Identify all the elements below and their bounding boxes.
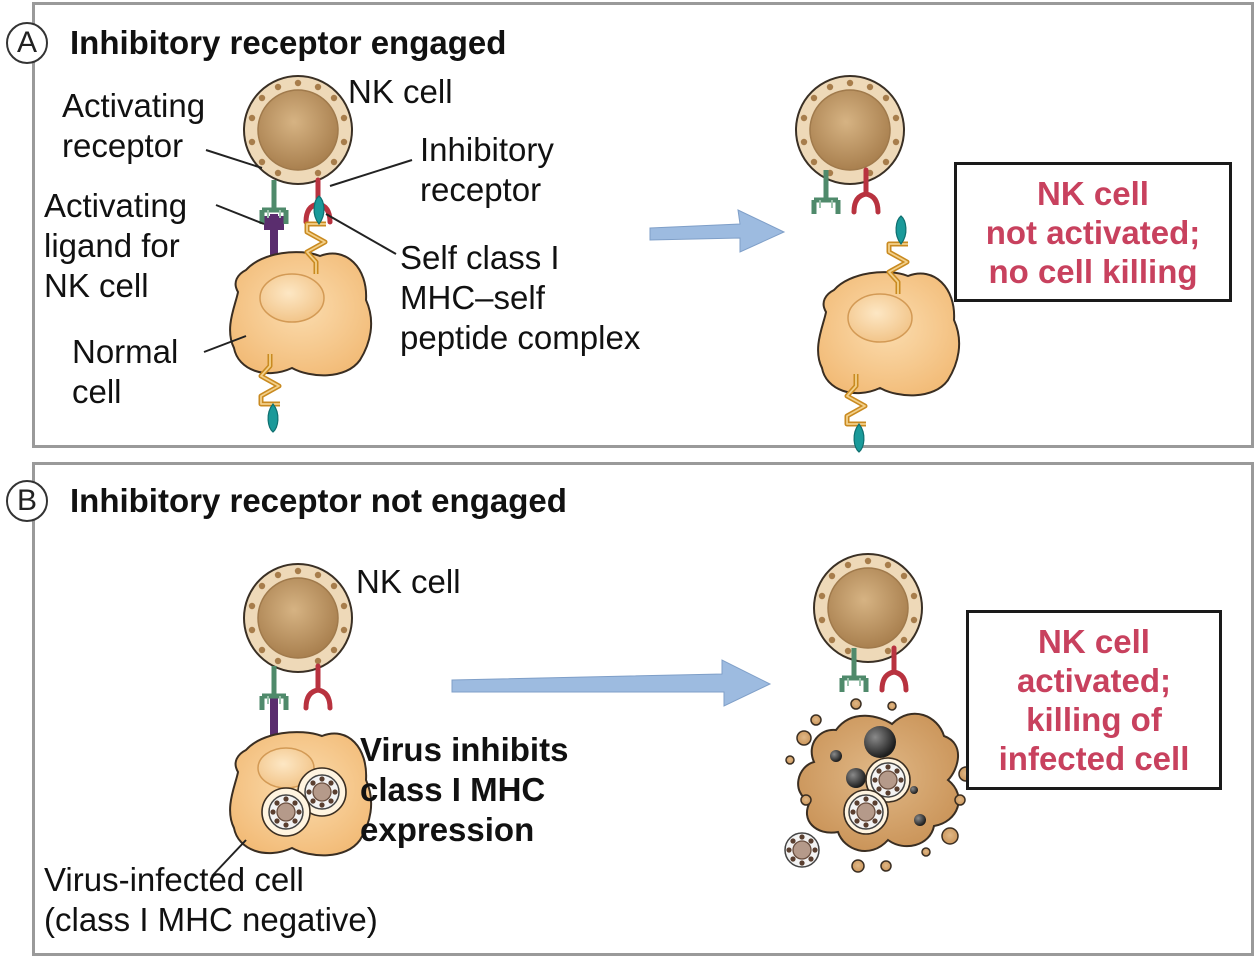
nk-cell-b-result [813,553,923,663]
panel-b-right-group [784,553,974,873]
activating-ligand-label: Activating ligand for NK cell [44,187,188,304]
released-virus-free [784,832,820,868]
nk-cell-label-a: NK cell [348,73,453,110]
panel-b-left-group [211,563,373,877]
panel-a-badge: A [6,22,48,64]
inhibitory-receptor-b [306,666,330,708]
panel-a-title: Inhibitory receptor engaged [70,24,507,61]
released-virus-2 [848,794,884,830]
normal-cell-label: Normal cell [72,333,179,410]
inhibitory-receptor-label: Inhibitory receptor [420,131,554,208]
nk-cell-b [243,563,353,673]
infected-cell-label: Virus-infected cell (class I MHC negativ… [44,861,378,938]
apoptotic-body-large [864,726,896,758]
arrow-a [649,209,786,253]
nk-cell-a-result [795,75,905,185]
panel-a-right-group [795,75,961,452]
outcome-box-a: NK cell not activated; no cell killing [954,162,1232,302]
normal-cell-nucleus [259,273,325,323]
activating-ligand-stalk [264,214,284,268]
outcome-box-b: NK cell activated; killing of infected c… [966,610,1222,790]
virus-inhibits-label: Virus inhibits class I MHC expression [360,731,569,848]
self-mhc-label: Self class I MHC–self peptide complex [400,239,641,356]
panel-a-left-group [203,75,413,432]
panel-b-badge: B [6,480,48,522]
normal-cell-result-nucleus [847,293,913,343]
activating-ligand-b [270,696,278,748]
nk-cell-label-b: NK cell [356,563,461,600]
panel-b-title: Inhibitory receptor not engaged [70,482,567,519]
activating-receptor-label: Activating receptor [62,87,206,164]
intracellular-viruses [261,767,347,837]
arrow-b [451,659,772,707]
